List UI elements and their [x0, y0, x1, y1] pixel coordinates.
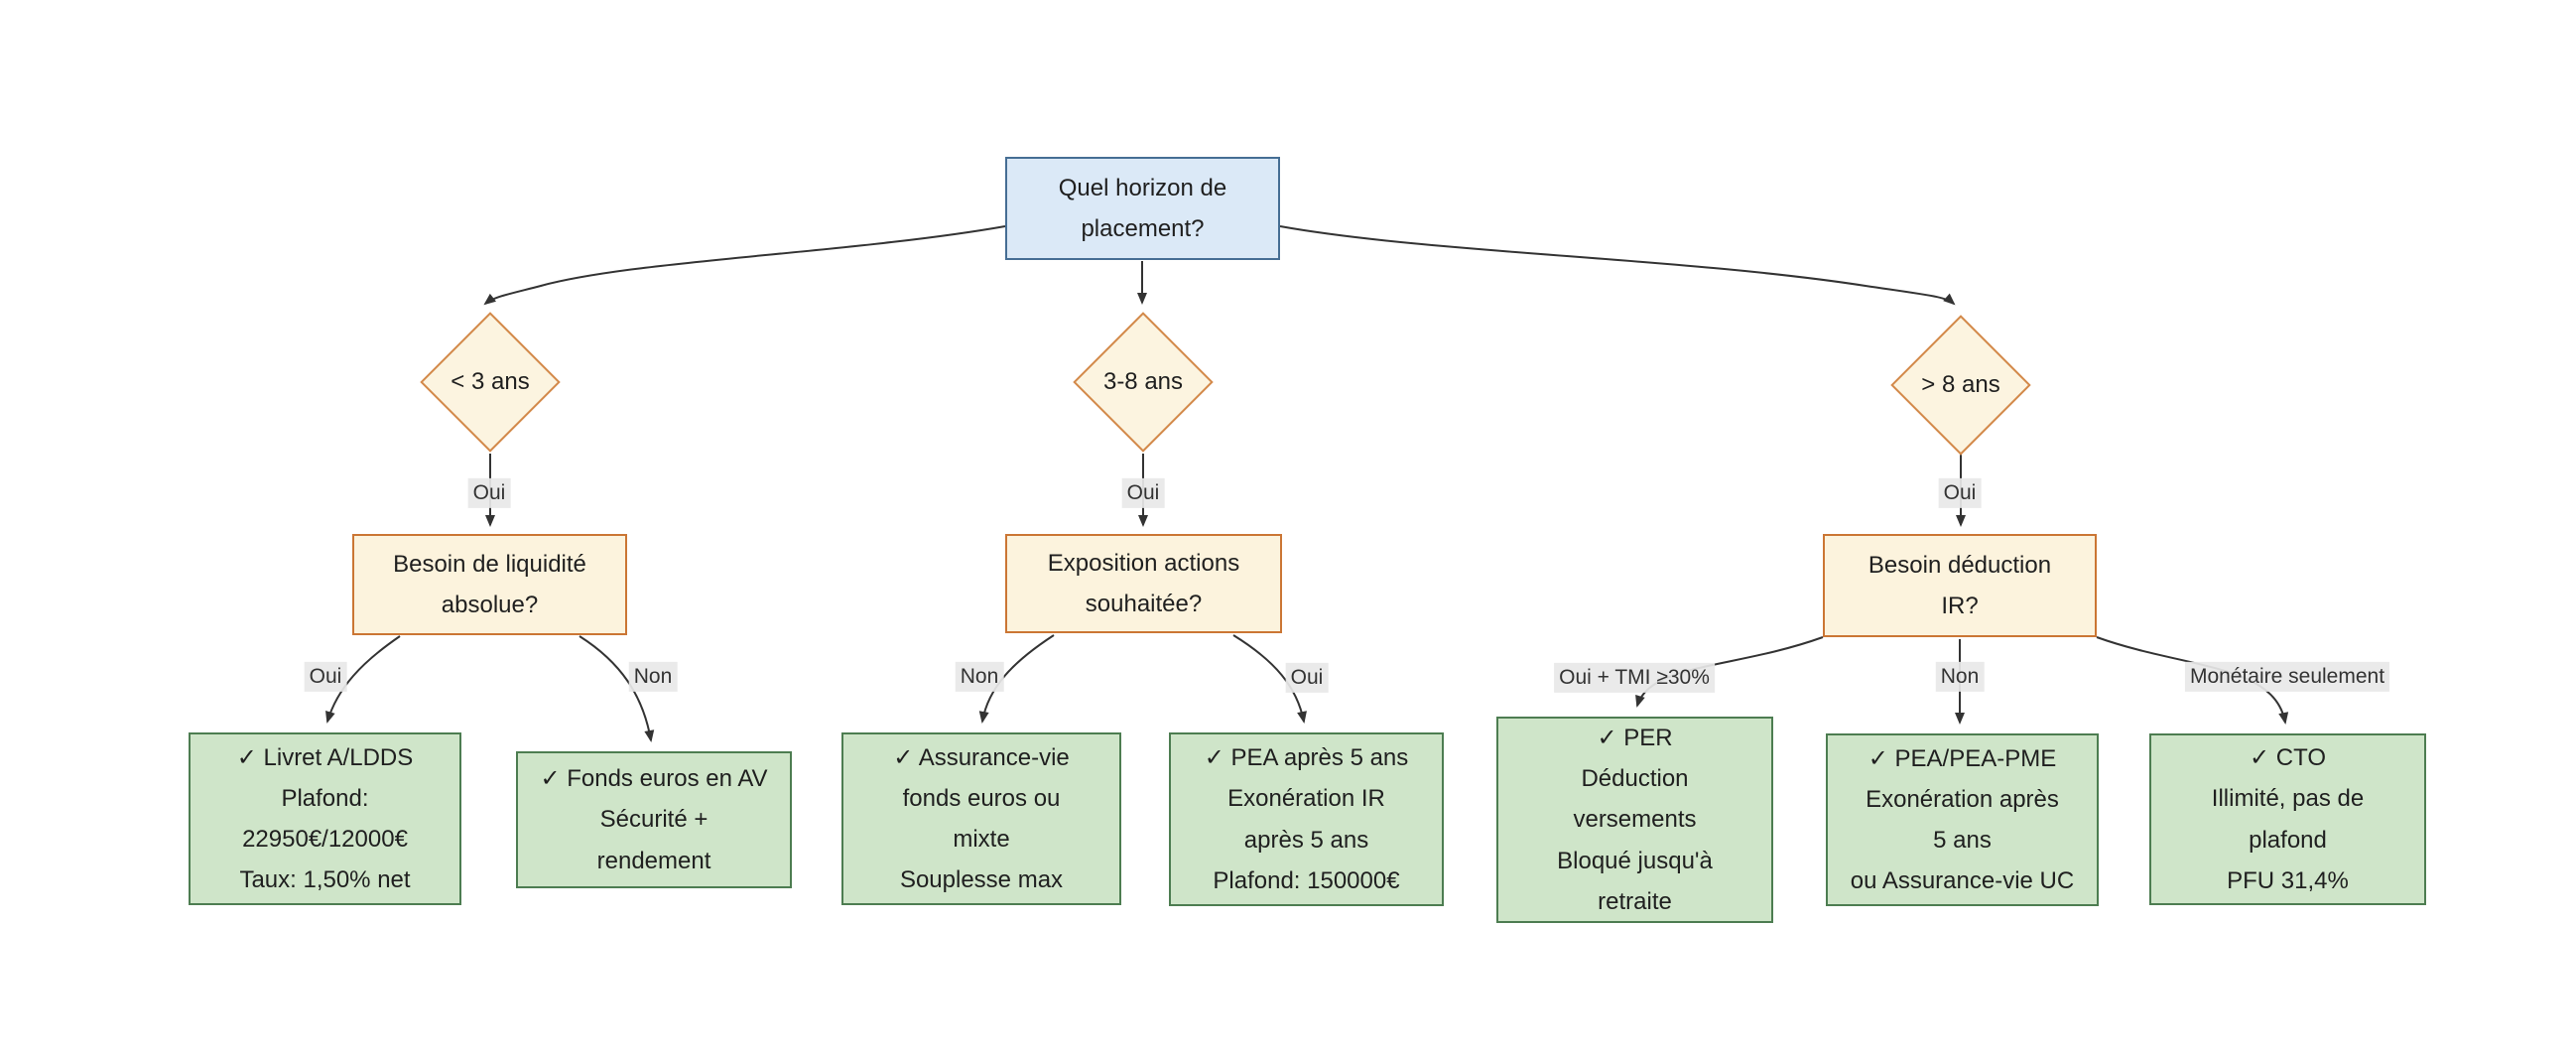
node-decision-gt8ans: > 8 ans — [1889, 315, 2032, 456]
node-text-line: absolue? — [441, 592, 539, 618]
node-text-line: fonds euros ou — [902, 784, 1061, 812]
node-text-line: ✓ PEA/PEA-PME — [1868, 744, 2057, 772]
edge-actions-to-assurance-vie — [978, 634, 1055, 724]
node-result-pea: ✓ PEA après 5 ans Exonération IR après 5… — [1169, 732, 1444, 906]
node-text-line: retraite — [1598, 887, 1672, 915]
node-text-line: ou Assurance-vie UC — [1850, 867, 2075, 895]
node-text-line: Besoin de liquidité — [393, 550, 586, 578]
node-decision-3-8ans: 3-8 ans — [1072, 312, 1215, 453]
edge-actions-to-pea — [1232, 634, 1307, 724]
edge-label-non: Non — [1935, 661, 1985, 693]
edge-root-to-gt8ans — [1279, 225, 1956, 306]
node-question-actions: Exposition actions souhaitée? — [1005, 534, 1282, 633]
node-text-line: > 8 ans — [1921, 371, 2000, 398]
node-text-line: après 5 ans — [1243, 826, 1369, 854]
edge-label-oui: Oui — [304, 661, 347, 693]
node-root-question: Quel horizon de placement? — [1005, 157, 1280, 260]
edge-label-oui: Oui — [1938, 477, 1982, 509]
node-text-line: rendement — [596, 847, 711, 874]
node-text-line: Déduction — [1581, 765, 1689, 793]
edge-label-monetaire: Monétaire seulement — [2184, 661, 2390, 693]
node-text-line: Illimité, pas de — [2211, 785, 2365, 813]
node-text-line: Taux: 1,50% net — [239, 866, 411, 894]
edge-liquidite-to-fonds-euros — [579, 635, 655, 742]
node-question-liquidite: Besoin de liquidité absolue? — [352, 534, 627, 635]
node-text-line: ✓ Assurance-vie — [893, 743, 1070, 771]
node-text-line: ✓ Fonds euros en AV — [540, 765, 768, 793]
node-text-line: Bloqué jusqu'à — [1557, 847, 1713, 874]
edge-label-oui: Oui — [467, 477, 511, 509]
node-text-line: mixte — [953, 826, 1010, 853]
edge-label-non: Non — [628, 661, 678, 693]
node-text-line: 22950€/12000€ — [242, 826, 408, 853]
node-text-line: ✓ CTO — [2249, 744, 2326, 772]
node-text-line: PFU 31,4% — [2227, 866, 2349, 894]
node-text-line: Quel horizon de — [1058, 174, 1227, 201]
node-text-line: Exposition actions — [1047, 549, 1240, 577]
node-text-line: ✓ PEA après 5 ans — [1204, 744, 1409, 772]
node-text-line: Exonération après — [1866, 785, 2059, 813]
node-text-line: < 3 ans — [451, 368, 530, 395]
edge-liquidite-to-livret — [325, 635, 401, 724]
node-result-cto: ✓ CTO Illimité, pas de plafond PFU 31,4% — [2149, 733, 2426, 905]
node-question-deduction: Besoin déduction IR? — [1823, 534, 2097, 637]
node-text-line: Sécurité + — [599, 806, 708, 834]
node-text-line: 3-8 ans — [1102, 368, 1184, 395]
edge-label-oui: Oui — [1121, 477, 1165, 509]
node-result-livret: ✓ Livret A/LDDS Plafond: 22950€/12000€ T… — [189, 732, 461, 905]
edge-label-non: Non — [955, 661, 1004, 693]
node-text-line: plafond — [2249, 826, 2327, 854]
edge-root-to-lt3ans — [483, 225, 1006, 306]
node-text-line: versements — [1573, 806, 1697, 834]
node-result-fonds-euros: ✓ Fonds euros en AV Sécurité + rendement — [516, 751, 792, 888]
node-decision-lt3ans: < 3 ans — [419, 312, 562, 453]
edge-label-oui-tmi: Oui + TMI ≥30% — [1554, 662, 1715, 694]
node-text-line: ✓ Livret A/LDDS — [236, 743, 414, 771]
node-text-line: 5 ans — [1933, 827, 1992, 854]
node-text-line: placement? — [1081, 215, 1205, 242]
node-text-line: Souplesse max — [899, 866, 1064, 894]
node-text-line: Plafond: — [281, 784, 369, 812]
edge-label-oui: Oui — [1285, 662, 1329, 694]
node-text-line: Besoin déduction — [1868, 551, 2052, 579]
node-text-line: ✓ PER — [1597, 725, 1673, 752]
node-text-line: Exonération IR — [1227, 785, 1385, 813]
node-result-per: ✓ PER Déduction versements Bloqué jusqu'… — [1496, 717, 1773, 923]
node-result-pea-pme: ✓ PEA/PEA-PME Exonération après 5 ans ou… — [1826, 733, 2099, 906]
node-text-line: IR? — [1941, 593, 1979, 619]
node-result-assurance-vie: ✓ Assurance-vie fonds euros ou mixte Sou… — [841, 732, 1121, 905]
node-text-line: Plafond: 150000€ — [1213, 866, 1400, 894]
node-text-line: souhaitée? — [1085, 591, 1203, 617]
